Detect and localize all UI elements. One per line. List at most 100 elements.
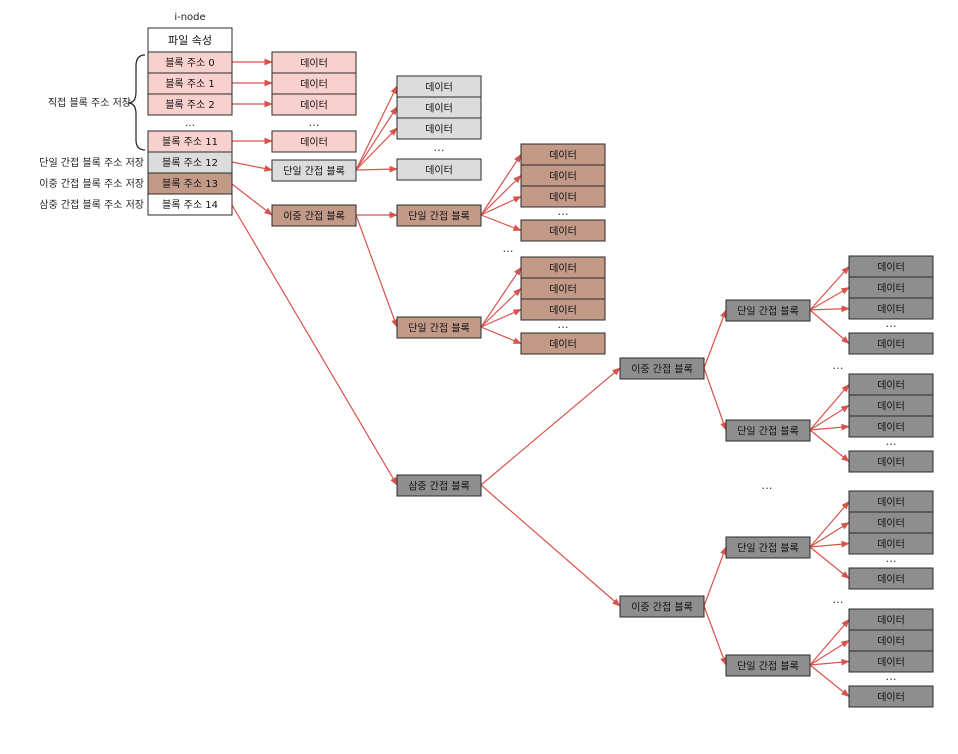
- single-indirect-block: [725, 299, 811, 322]
- pointer-arrow: [809, 429, 850, 463]
- pointer-arrow: [355, 85, 398, 171]
- single-indirect-block: [396, 204, 482, 227]
- data-block-label: 데이터: [877, 339, 905, 351]
- pointer-arrow: [809, 423, 850, 431]
- data-block-label: 데이터: [877, 401, 905, 413]
- data-block-label: 데이터: [877, 615, 905, 627]
- data-block-label: 데이터: [877, 283, 905, 295]
- pointer-arrow: [355, 127, 398, 171]
- data-block-label: 데이터: [549, 150, 577, 162]
- data-block: [848, 450, 934, 473]
- data-block-label: 데이터: [549, 192, 577, 204]
- data-block-label: 데이터: [425, 103, 453, 115]
- pointer-arrow: [480, 326, 522, 345]
- double-indirect-block-label: 이중 간접 블록: [631, 364, 693, 376]
- data-block: [848, 532, 934, 555]
- inode-row-label: 파일 속성: [168, 33, 212, 47]
- pointer-arrow: [809, 309, 850, 345]
- pointer-arrow: [480, 174, 522, 216]
- inode-table: i-node 파일 속성 블록 주소 0 블록 주소 1 블록 주소 2 … 블…: [39, 12, 233, 216]
- data-block-label: 데이터: [425, 82, 453, 94]
- pointer-arrow: [809, 286, 850, 311]
- ellipsis: …: [503, 242, 514, 255]
- data-block-label: 데이터: [877, 574, 905, 586]
- data-block-label: 데이터: [549, 284, 577, 296]
- pointer-arrow: [809, 658, 850, 666]
- direct-data-block-label: 데이터: [300, 137, 328, 149]
- ellipsis: …: [833, 359, 844, 372]
- data-block-label: 데이터: [425, 124, 453, 136]
- pointer-arrow: [809, 540, 850, 548]
- pointer-arrow: [480, 484, 621, 607]
- inode-row-label: 블록 주소 12: [162, 157, 218, 169]
- inode-row-label: 블록 주소 1: [165, 78, 215, 90]
- pointer-arrow: [809, 546, 850, 580]
- label-triple-indirect: 삼중 간접 블록 주소 저장: [39, 199, 144, 211]
- single-indirect-block: [271, 159, 357, 182]
- direct-data-block-label: 데이터: [300, 79, 328, 91]
- ellipsis: …: [762, 479, 773, 492]
- pointer-arrow: [809, 639, 850, 666]
- ellipsis: …: [558, 318, 569, 331]
- double-indirect-block-label: 이중 간접 블록: [283, 211, 345, 223]
- pointer-arrow: [809, 383, 850, 431]
- double-indirect-block-label: 이중 간접 블록: [631, 602, 693, 614]
- data-block-label: 데이터: [549, 263, 577, 275]
- data-block-label: 데이터: [877, 497, 905, 509]
- direct-brace: [127, 54, 146, 151]
- pointer-arrow: [231, 183, 273, 216]
- pointer-arrow: [809, 265, 850, 311]
- data-block: [848, 685, 934, 708]
- data-block: [848, 415, 934, 438]
- data-block-label: 데이터: [877, 262, 905, 274]
- label-single-indirect: 단일 간접 블록 주소 저장: [39, 157, 144, 169]
- pointer-arrow: [231, 204, 398, 486]
- inode-ellipsis: …: [185, 118, 195, 129]
- data-block: [396, 117, 482, 140]
- pointer-arrow: [809, 404, 850, 431]
- pointer-arrow: [480, 287, 522, 328]
- single-indirect-block-label: 단일 간접 블록: [408, 323, 470, 335]
- double-indirect-block: [619, 357, 705, 380]
- data-block-label: 데이터: [877, 692, 905, 704]
- pointer-arrow: [703, 367, 727, 431]
- ellipsis: …: [833, 593, 844, 606]
- label-direct: 직접 블록 주소 저장: [48, 97, 131, 109]
- pointer-arrow: [809, 305, 850, 313]
- direct-data-block-label: 데이터: [300, 58, 328, 70]
- data-block: [848, 297, 934, 320]
- pointer-arrow: [355, 214, 398, 328]
- ellipsis: …: [434, 141, 445, 154]
- pointer-arrow: [231, 161, 273, 172]
- data-block: [848, 332, 934, 355]
- pointer-arrow: [480, 153, 522, 216]
- double-indirect-block: [271, 204, 357, 227]
- data-block-label: 데이터: [877, 422, 905, 434]
- pointer-arrow: [809, 664, 850, 698]
- data-block-label: 데이터: [877, 457, 905, 469]
- double-indirect-block: [619, 595, 705, 618]
- single-indirect-block-label: 단일 간접 블록: [408, 211, 470, 223]
- pointer-arrow: [480, 266, 522, 328]
- data-block-label: 데이터: [549, 339, 577, 351]
- single-indirect-block-label: 단일 간접 블록: [737, 426, 799, 438]
- arrows-layer: [231, 58, 850, 698]
- pointer-arrow: [480, 195, 522, 216]
- ellipsis: …: [558, 205, 569, 218]
- data-block-label: 데이터: [877, 304, 905, 316]
- inode-row-label: 블록 주소 0: [165, 57, 215, 69]
- ellipsis: …: [886, 552, 897, 565]
- inode-row-attr: [147, 27, 233, 53]
- pointer-arrow: [703, 309, 727, 369]
- inode-row-label: 블록 주소 13: [162, 178, 218, 190]
- direct-data-block-label: 데이터: [300, 100, 328, 112]
- data-block-label: 데이터: [877, 636, 905, 648]
- direct-data-block: [271, 130, 357, 153]
- inode-title: i-node: [174, 12, 205, 23]
- data-block-label: 데이터: [425, 165, 453, 177]
- single-indirect-block-label: 단일 간접 블록: [283, 166, 345, 178]
- ellipsis: …: [886, 435, 897, 448]
- data-block-label: 데이터: [877, 518, 905, 530]
- inode-row-label: 블록 주소 14: [162, 199, 218, 211]
